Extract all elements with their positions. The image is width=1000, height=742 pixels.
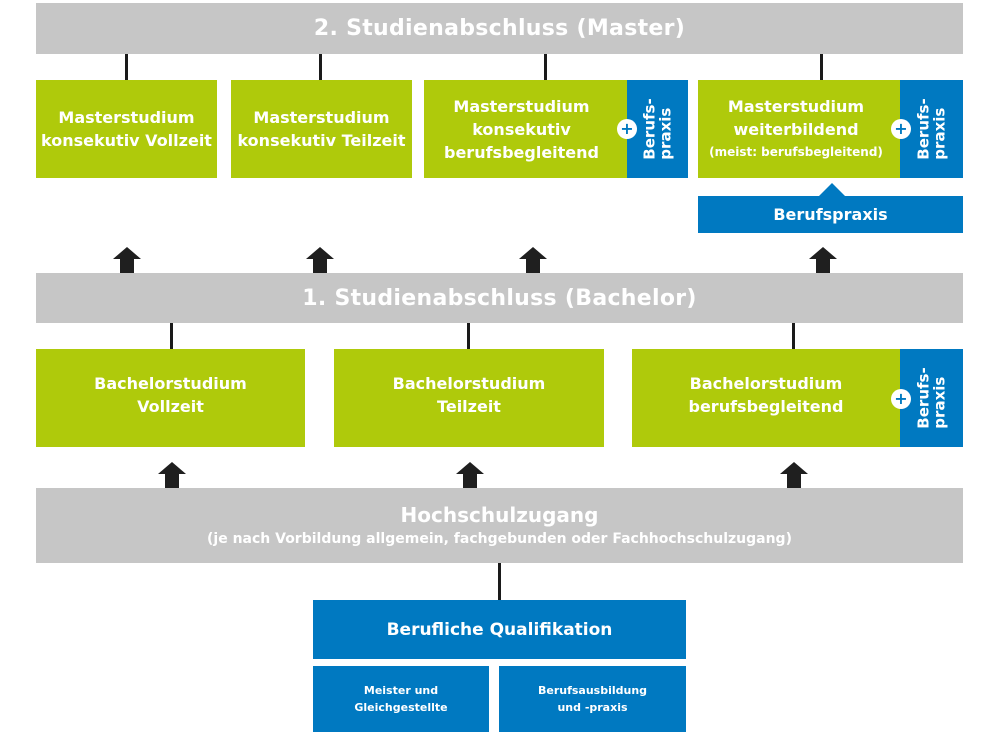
connector-line	[820, 54, 823, 80]
program-mode: konsekutiv Teilzeit	[237, 131, 406, 150]
connector-line	[319, 54, 322, 80]
master-program-fulltime: Masterstudium konsekutiv Vollzeit	[36, 80, 217, 178]
program-name: Bachelorstudium	[392, 374, 546, 393]
qualification-master-craftsman: Meister und Gleichgestellte	[313, 666, 489, 732]
bachelor-degree-bar: 1. Studienabschluss (Bachelor)	[36, 273, 963, 323]
connector-line	[170, 323, 173, 349]
connector-line	[498, 563, 501, 600]
access-title: Hochschulzugang	[400, 502, 599, 527]
qualification-title: Berufliche Qualifikation	[386, 619, 613, 640]
up-arrow-icon	[305, 246, 335, 273]
qualification-item-line: Gleichgestellte	[354, 701, 448, 714]
master-degree-bar: 2. Studienabschluss (Master)	[36, 3, 963, 54]
addon-label: Berufs- praxis	[914, 98, 949, 160]
prerequisite-label: Berufspraxis	[773, 205, 888, 224]
up-arrow-icon	[455, 461, 485, 488]
up-arrow-icon	[157, 461, 187, 488]
program-name: Masterstudium	[453, 96, 590, 116]
access-subtitle: (je nach Vorbildung allgemein, fachgebun…	[207, 530, 792, 547]
program-mode: konsekutiv Vollzeit	[41, 131, 212, 150]
bachelor-program-extra-occupational: Bachelorstudium berufsbegleitend	[632, 349, 900, 447]
master-degree-title: 2. Studienabschluss (Master)	[313, 16, 686, 41]
pointer-triangle	[819, 183, 845, 196]
plus-icon: +	[891, 119, 911, 139]
program-mode-detail: (meist: berufsbegleitend)	[709, 145, 883, 159]
qualification-vocational-training: Berufsausbildung und -praxis	[499, 666, 686, 732]
program-name: Masterstudium	[727, 97, 865, 116]
connector-line	[467, 323, 470, 349]
master-program-extra-occupational: Masterstudium konsekutiv berufsbegleiten…	[424, 80, 627, 178]
program-mode: Vollzeit	[137, 397, 204, 416]
qualification-item-line: Meister und	[363, 684, 439, 697]
program-name: Masterstudium	[58, 108, 195, 127]
up-arrow-icon	[518, 246, 548, 273]
plus-icon: +	[891, 389, 911, 409]
professional-qualification-box: Berufliche Qualifikation	[313, 600, 686, 659]
work-experience-addon: Berufs- praxis	[627, 80, 688, 178]
master-program-parttime: Masterstudium konsekutiv Teilzeit	[231, 80, 412, 178]
program-mode: berufsbegleitend	[688, 397, 844, 416]
program-name: Bachelorstudium	[689, 374, 843, 393]
program-mode: konsekutiv	[472, 119, 571, 139]
qualification-item-line: und -praxis	[557, 701, 628, 714]
program-mode: Teilzeit	[437, 397, 501, 416]
program-name: Masterstudium	[253, 108, 390, 127]
work-experience-prerequisite: Berufspraxis	[698, 196, 963, 233]
bachelor-program-fulltime: Bachelorstudium Vollzeit	[36, 349, 305, 447]
program-mode-detail: berufsbegleitend	[444, 142, 599, 162]
connector-line	[544, 54, 547, 80]
addon-label: Berufs- praxis	[914, 367, 949, 429]
plus-icon: +	[617, 119, 637, 139]
university-access-bar: Hochschulzugang (je nach Vorbildung allg…	[36, 488, 963, 563]
addon-label: Berufs- praxis	[640, 98, 675, 160]
bachelor-degree-title: 1. Studienabschluss (Bachelor)	[302, 285, 697, 311]
up-arrow-icon	[808, 246, 838, 273]
up-arrow-icon	[112, 246, 142, 273]
program-name: Bachelorstudium	[94, 374, 247, 393]
bachelor-program-parttime: Bachelorstudium Teilzeit	[334, 349, 604, 447]
connector-line	[125, 54, 128, 80]
connector-line	[792, 323, 795, 349]
program-mode: weiterbildend	[733, 120, 859, 139]
up-arrow-icon	[779, 461, 809, 488]
master-program-continuing-education: Masterstudium weiterbildend (meist: beru…	[698, 80, 900, 178]
qualification-item-line: Berufsausbildung	[537, 684, 648, 697]
